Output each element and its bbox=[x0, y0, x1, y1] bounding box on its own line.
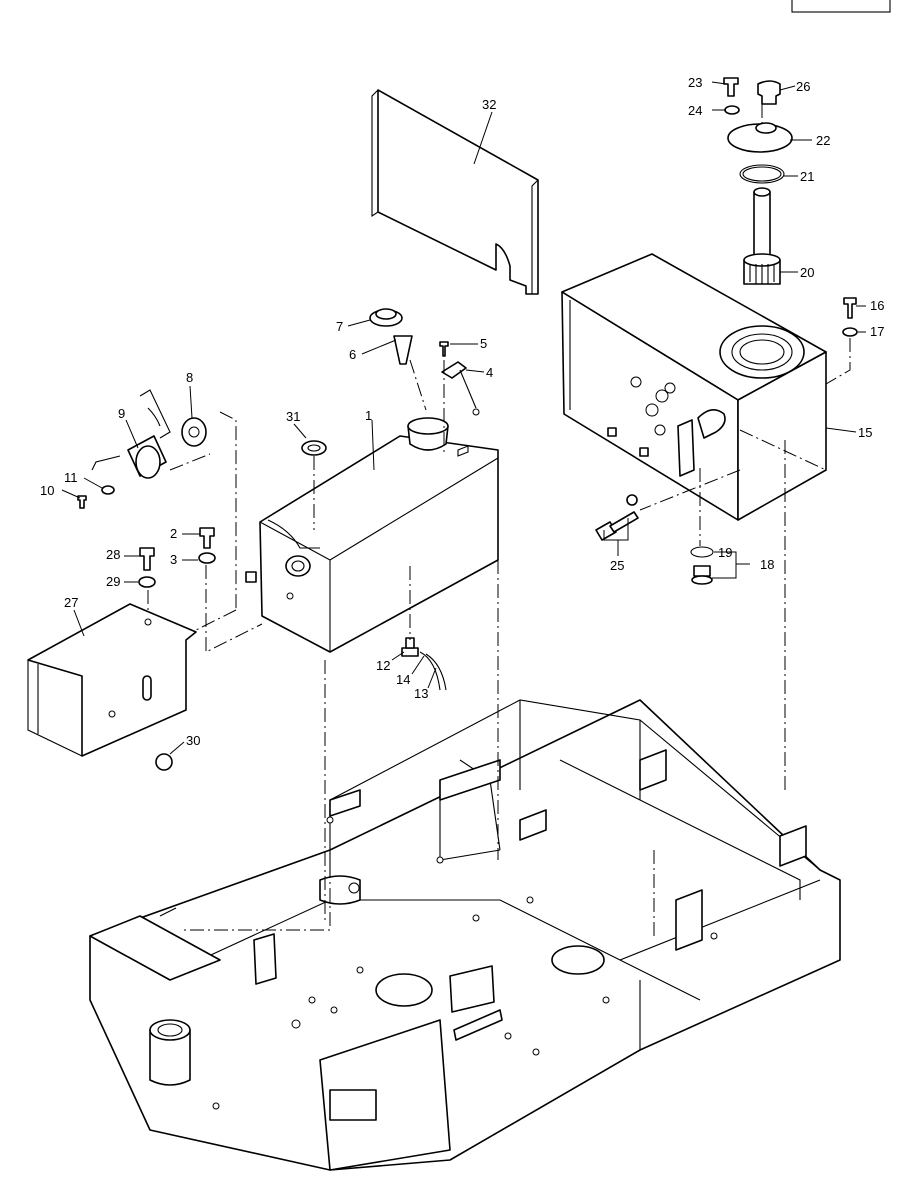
callout-4: 4 bbox=[486, 365, 493, 380]
clamp-bolt-25 bbox=[595, 494, 639, 541]
seal-31 bbox=[301, 440, 327, 456]
callout-29: 29 bbox=[106, 574, 120, 589]
callout-2: 2 bbox=[170, 526, 177, 541]
alignment-lines bbox=[147, 104, 851, 940]
callout-21: 21 bbox=[800, 169, 814, 184]
callout-5: 5 bbox=[480, 336, 487, 351]
callout-23: 23 bbox=[688, 75, 702, 90]
fuel-tank-1 bbox=[245, 417, 499, 653]
cover-panel-32 bbox=[371, 89, 539, 295]
callout-6: 6 bbox=[349, 347, 356, 362]
callout-3: 3 bbox=[170, 552, 177, 567]
callout-31: 31 bbox=[286, 409, 300, 424]
leader-lines bbox=[61, 81, 866, 755]
callout-13: 13 bbox=[414, 686, 428, 701]
callout-9: 9 bbox=[118, 406, 125, 421]
upper-frame bbox=[89, 699, 841, 1171]
callout-12: 12 bbox=[376, 658, 390, 673]
callout-11: 11 bbox=[64, 470, 78, 485]
callout-10: 10 bbox=[40, 483, 54, 498]
callout-28: 28 bbox=[106, 547, 120, 562]
callout-32: 32 bbox=[482, 97, 496, 112]
callout-15: 15 bbox=[858, 425, 872, 440]
callout-20: 20 bbox=[800, 265, 814, 280]
callout-26: 26 bbox=[796, 79, 810, 94]
filter-assembly bbox=[723, 77, 793, 285]
callout-24: 24 bbox=[688, 103, 702, 118]
callout-7: 7 bbox=[336, 319, 343, 334]
drain-cock-12-14 bbox=[401, 637, 447, 691]
callout-8: 8 bbox=[186, 370, 193, 385]
callout-25: 25 bbox=[610, 558, 624, 573]
callout-17: 17 bbox=[870, 324, 884, 339]
callout-27: 27 bbox=[64, 595, 78, 610]
callout-22: 22 bbox=[816, 133, 830, 148]
callout-16: 16 bbox=[870, 298, 884, 313]
grommet-30 bbox=[155, 753, 173, 771]
bolts-washers-2-3-28-29 bbox=[138, 527, 216, 588]
callout-1: 1 bbox=[365, 408, 372, 423]
callout-19: 19 bbox=[718, 545, 732, 560]
battery-cover-27 bbox=[27, 603, 197, 757]
fuel-sender-8-11 bbox=[77, 389, 207, 509]
bolt-washer-16-17 bbox=[842, 297, 858, 337]
callout-18: 18 bbox=[760, 557, 774, 572]
bracket-4-5 bbox=[439, 341, 480, 416]
hydraulic-tank-15 bbox=[561, 253, 827, 521]
callout-14: 14 bbox=[396, 672, 410, 687]
callout-30: 30 bbox=[186, 733, 200, 748]
callouts: 1 2 3 4 5 6 7 8 9 10 11 12 13 14 15 16 1… bbox=[40, 75, 884, 748]
drain-plug-18-19 bbox=[690, 546, 714, 585]
filler-cap-6-7 bbox=[369, 308, 413, 365]
page-corner-box bbox=[791, 0, 891, 13]
